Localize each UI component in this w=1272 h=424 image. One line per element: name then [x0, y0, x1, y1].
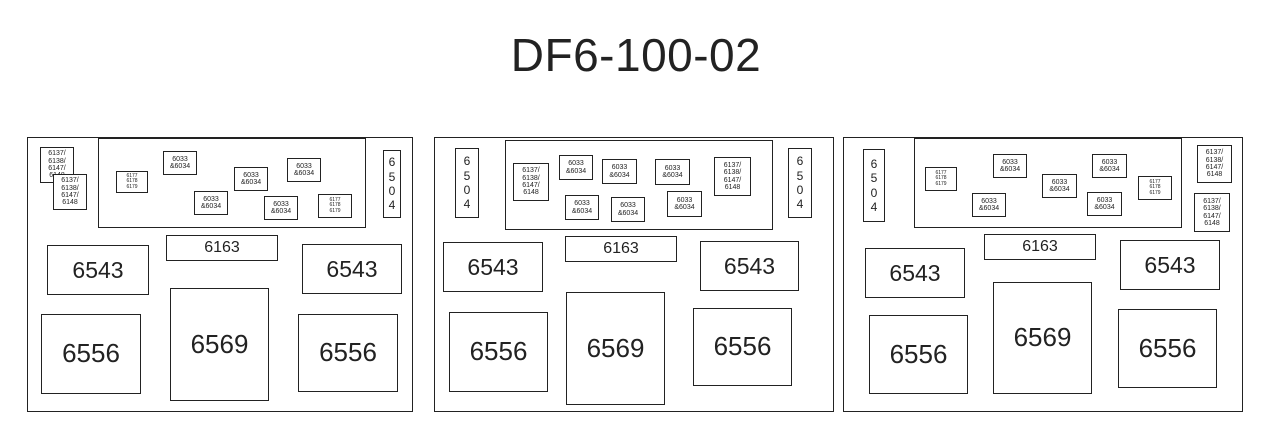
module-6504: 6 5 0 4 [863, 149, 885, 222]
module-6556: 6556 [41, 314, 141, 394]
module-6137-b: 6137/ 6138/ 6147/ 6148 [53, 174, 87, 210]
module-6163: 6163 [565, 236, 677, 262]
component-group [505, 140, 773, 230]
module-6569: 6569 [170, 288, 269, 401]
module-6033: 6033 &6034 [611, 197, 645, 222]
module-6556: 6556 [869, 315, 968, 394]
module-6543: 6543 [700, 241, 799, 291]
module-6504: 6 5 0 4 [383, 150, 401, 218]
module-6543: 6543 [47, 245, 149, 295]
module-6033: 6033 &6034 [1092, 154, 1127, 178]
module-6033: 6033 &6034 [234, 167, 268, 191]
module-6543: 6543 [1120, 240, 1220, 290]
module-6556: 6556 [693, 308, 792, 386]
module-6033: 6033 &6034 [194, 191, 228, 215]
module-6033: 6033 &6034 [667, 191, 702, 217]
module-6033: 6033 &6034 [565, 195, 599, 220]
component-group [914, 138, 1182, 228]
module-6543: 6543 [302, 244, 402, 294]
module-6033: 6033 &6034 [287, 158, 321, 182]
module-6569: 6569 [566, 292, 665, 405]
module-6137: 6137/ 6138/ 6147/ 6148 [714, 157, 751, 196]
module-6504: 6 5 0 4 [788, 148, 812, 218]
module-6033: 6033 &6034 [163, 151, 197, 175]
module-6543: 6543 [865, 248, 965, 298]
module-6033: 6033 &6034 [602, 159, 637, 184]
module-6033: 6033 &6034 [1042, 174, 1077, 198]
module-6556: 6556 [298, 314, 398, 392]
module-6033: 6033 &6034 [655, 159, 690, 185]
module-6177: 6177 6178 6179 [925, 167, 957, 191]
component-group [98, 138, 366, 228]
module-6504: 6 5 0 4 [455, 148, 479, 218]
module-6137: 6137/ 6138/ 6147/ 6148 [1194, 193, 1230, 232]
diagram-title: DF6-100-02 [510, 29, 762, 81]
module-6163: 6163 [166, 235, 278, 261]
module-6137: 6137/ 6138/ 6147/ 6148 [513, 163, 549, 201]
panel-3: 6 5 0 4 6177 6178 6179 6033 &6034 6033 &… [843, 137, 1243, 412]
module-6177: 6177 6178 6179 [116, 171, 148, 193]
module-6556: 6556 [1118, 309, 1217, 388]
panel-1: 6137/ 6138/ 6147/ 6148 6137/ 6138/ 6147/… [27, 137, 413, 412]
module-6163: 6163 [984, 234, 1096, 260]
module-6033: 6033 &6034 [559, 155, 593, 180]
module-6033: 6033 &6034 [264, 196, 298, 220]
module-6177: 6177 6178 6179 [318, 194, 352, 218]
module-6177: 6177 6178 6179 [1138, 176, 1172, 200]
module-6569: 6569 [993, 282, 1092, 394]
module-6137: 6137/ 6138/ 6147/ 6148 [1197, 145, 1232, 183]
module-6556: 6556 [449, 312, 548, 392]
panel-2: 6 5 0 4 6137/ 6138/ 6147/ 6148 6033 &603… [434, 137, 834, 412]
module-6033: 6033 &6034 [993, 154, 1027, 178]
module-6033: 6033 &6034 [1087, 192, 1122, 216]
module-6543: 6543 [443, 242, 543, 292]
module-6033: 6033 &6034 [972, 193, 1006, 217]
